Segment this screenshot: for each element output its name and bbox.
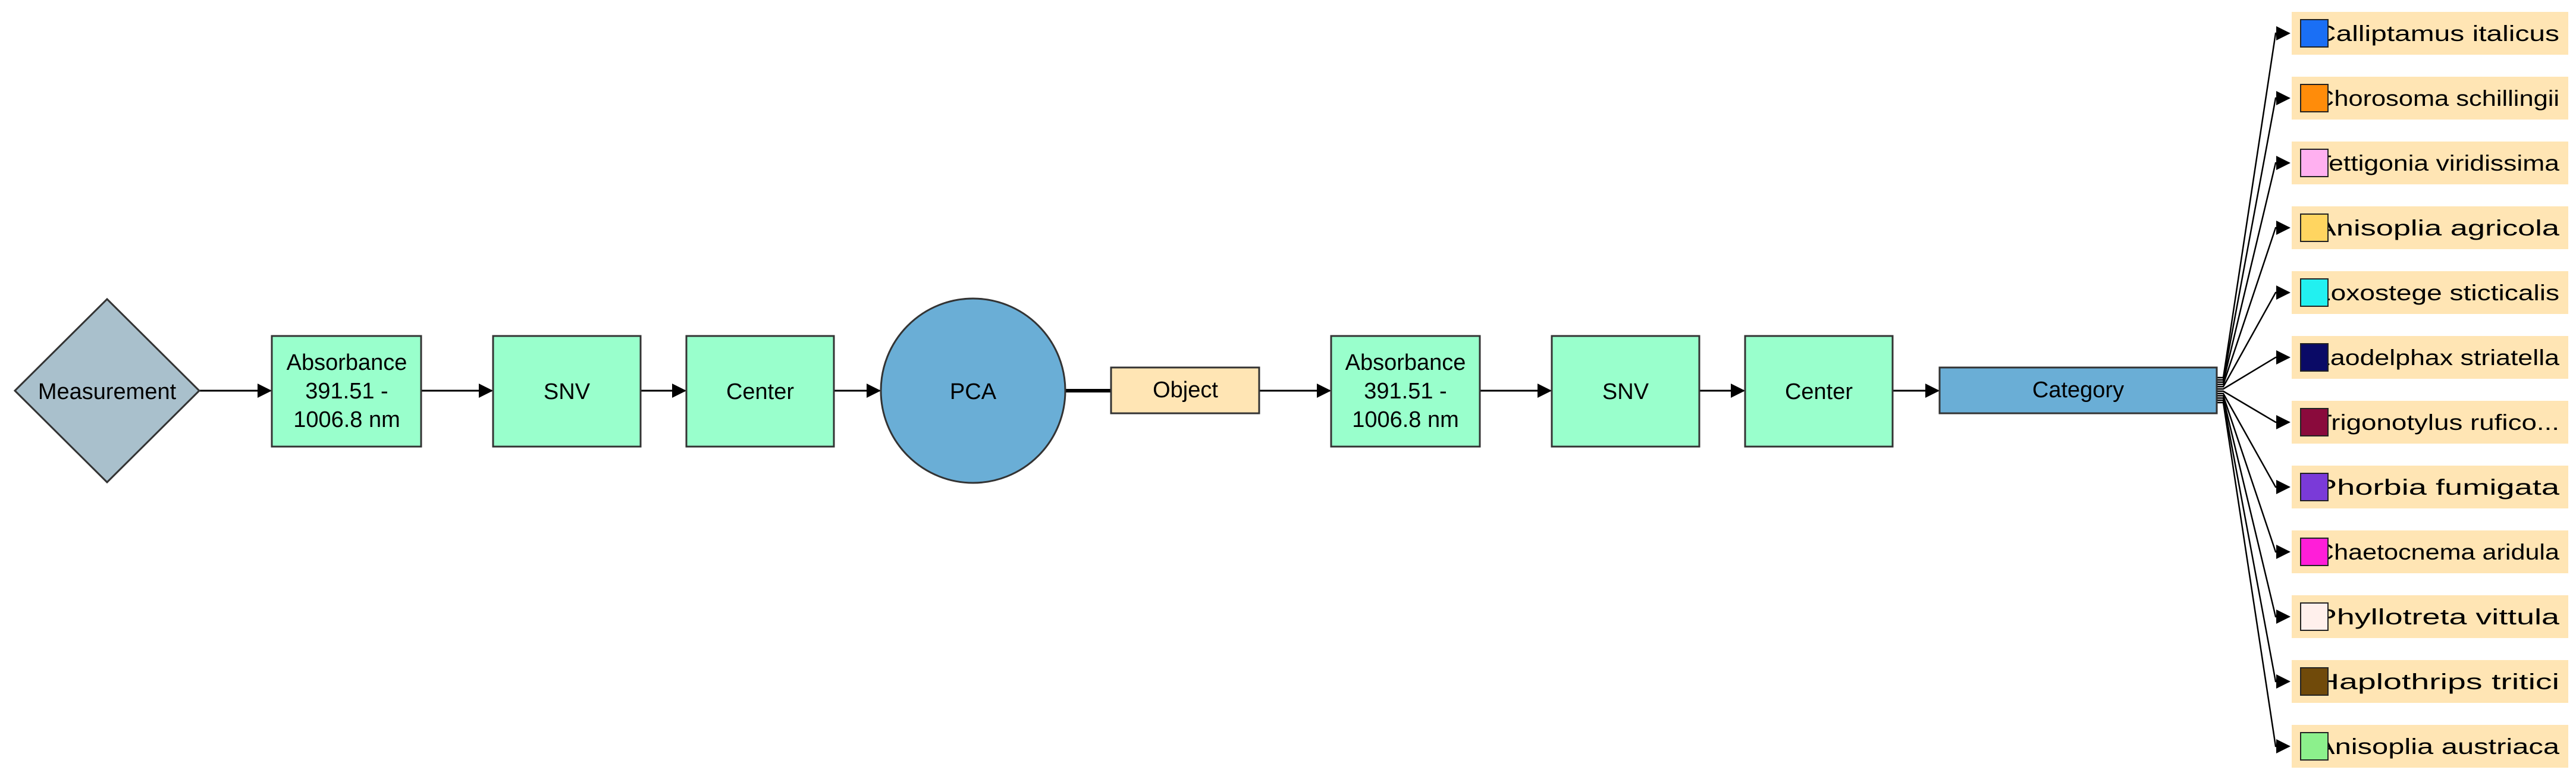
category-color-swatch — [2300, 278, 2329, 307]
category-item-label: Haplothrips tritici — [2315, 670, 2559, 694]
snv-1-label: SNV — [544, 379, 591, 404]
category-item-background — [2292, 336, 2568, 379]
category-connector — [2217, 390, 2291, 429]
snv-node-2[interactable]: SNV — [1551, 335, 1700, 448]
category-fan-connectors — [2217, 26, 2291, 753]
category-item[interactable]: Laodelphax striatella — [2292, 336, 2568, 379]
range-node-1[interactable]: Absorbance 391.51 - 1006.8 nm — [271, 335, 422, 448]
category-item[interactable]: Tettigonia viridissima — [2292, 142, 2568, 184]
category-color-swatch — [2300, 667, 2329, 696]
category-connector — [2217, 395, 2291, 559]
category-connector — [2217, 156, 2291, 383]
category-item[interactable]: Calliptamus italicus — [2292, 12, 2568, 55]
category-item-label: Calliptamus italicus — [2315, 21, 2559, 46]
pca-node[interactable]: PCA — [880, 297, 1066, 484]
center-2-label: Center — [1785, 379, 1853, 404]
category-item-background — [2292, 466, 2568, 508]
category-connector — [2217, 397, 2291, 624]
range-2-line1: Absorbance — [1345, 350, 1466, 375]
category-connector — [2217, 392, 2291, 494]
range-1-line2: 391.51 - — [305, 379, 388, 404]
category-item-background — [2292, 206, 2568, 249]
pca-label: PCA — [950, 379, 997, 404]
category-item-background — [2292, 271, 2568, 314]
category-connector — [2217, 401, 2291, 753]
center-box-2 — [1744, 335, 1894, 448]
category-connector — [2217, 399, 2291, 689]
range-node-2[interactable]: Absorbance 391.51 - 1006.8 nm — [1330, 335, 1481, 448]
category-item-background — [2292, 530, 2568, 573]
range-box-2 — [1330, 335, 1481, 448]
measurement-diamond — [13, 297, 201, 484]
category-item-background — [2292, 725, 2568, 768]
category-item-background — [2292, 595, 2568, 638]
category-color-swatch — [2300, 473, 2329, 501]
category-color-swatch — [2300, 538, 2329, 566]
category-item-background — [2292, 77, 2568, 120]
category-connector — [2217, 91, 2291, 381]
category-color-swatch — [2300, 408, 2329, 436]
category-item[interactable]: Chorosoma schillingii — [2292, 77, 2568, 120]
range-2-line3: 1006.8 nm — [1352, 407, 1459, 432]
object-node[interactable]: Object — [1110, 366, 1260, 414]
category-item-label: Phyllotreta vittula — [2315, 605, 2560, 629]
snv-2-label: SNV — [1602, 379, 1649, 404]
category-item[interactable]: Anisoplia austriaca — [2292, 725, 2568, 768]
category-item-background — [2292, 12, 2568, 55]
snv-node-1[interactable]: SNV — [492, 335, 642, 448]
category-item-label: Anisoplia agricola — [2315, 216, 2560, 240]
category-item-background — [2292, 142, 2568, 184]
center-node-1[interactable]: Center — [685, 335, 835, 448]
center-box-1 — [685, 335, 835, 448]
category-connector — [2217, 350, 2291, 390]
object-label: Object — [1153, 378, 1218, 403]
category-item-label: Loxostege sticticalis — [2315, 281, 2559, 305]
category-connector — [2217, 221, 2291, 385]
category-item[interactable]: Chaetocnema aridula — [2292, 530, 2568, 573]
category-connector — [2217, 285, 2291, 388]
range-box-1 — [271, 335, 422, 448]
category-color-swatch — [2300, 213, 2329, 242]
measurement-node[interactable]: Measurement — [13, 297, 201, 484]
category-item[interactable]: Phorbia fumigata — [2292, 466, 2568, 508]
category-item-label: Chaetocnema aridula — [2315, 540, 2559, 564]
range-1-line1: Absorbance — [287, 350, 407, 375]
pca-circle — [880, 297, 1066, 484]
category-color-swatch — [2300, 732, 2329, 761]
category-box — [1938, 366, 2218, 414]
category-item-background — [2292, 660, 2568, 703]
category-item-label: Tettigonia viridissima — [2315, 151, 2559, 175]
category-color-swatch — [2300, 343, 2329, 372]
range-2-line2: 391.51 - — [1364, 379, 1447, 404]
measurement-label: Measurement — [38, 379, 177, 404]
category-color-swatch — [2300, 19, 2329, 48]
category-color-swatch — [2300, 602, 2329, 631]
range-1-line3: 1006.8 nm — [293, 407, 400, 432]
category-connector — [2217, 26, 2291, 379]
category-item[interactable]: Trigonotylus rufico... — [2292, 401, 2568, 444]
category-label: Category — [2032, 378, 2124, 403]
category-item[interactable]: Loxostege sticticalis — [2292, 271, 2568, 314]
category-color-swatch — [2300, 149, 2329, 177]
center-node-2[interactable]: Center — [1744, 335, 1894, 448]
category-item-label: Laodelphax striatella — [2315, 345, 2559, 370]
category-item-label: Anisoplia austriaca — [2315, 734, 2560, 759]
snv-box-2 — [1551, 335, 1700, 448]
category-item[interactable]: Anisoplia agricola — [2292, 206, 2568, 249]
center-1-label: Center — [726, 379, 794, 404]
category-item-label: Phorbia fumigata — [2315, 475, 2560, 500]
category-node[interactable]: Category — [1938, 366, 2218, 414]
category-item-label: Trigonotylus rufico... — [2315, 410, 2559, 435]
category-item-label: Chorosoma schillingii — [2315, 86, 2559, 111]
object-box — [1110, 366, 1260, 414]
category-color-swatch — [2300, 84, 2329, 112]
category-item-background — [2292, 401, 2568, 444]
category-item[interactable]: Phyllotreta vittula — [2292, 595, 2568, 638]
category-item[interactable]: Haplothrips tritici — [2292, 660, 2568, 703]
snv-box-1 — [492, 335, 642, 448]
